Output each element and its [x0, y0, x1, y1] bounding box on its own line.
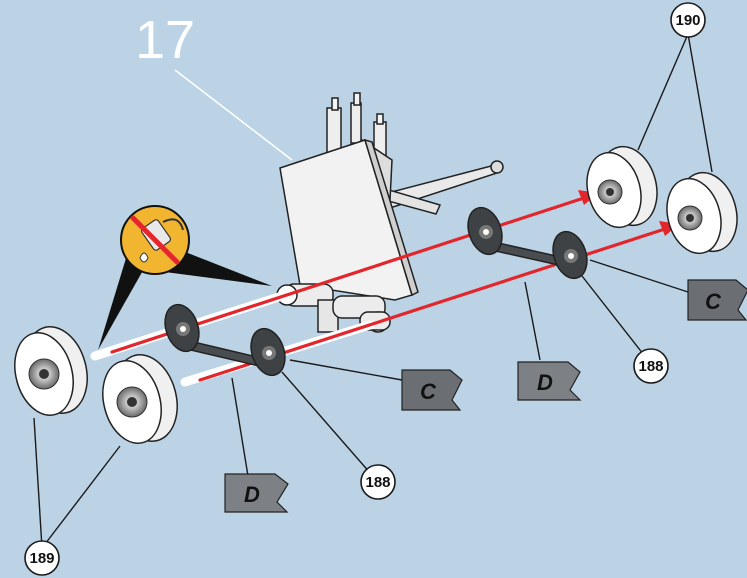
- flag-d-front-label: D: [244, 482, 260, 507]
- wheel-left-front: [14, 326, 88, 416]
- hub-pair-left: [164, 303, 286, 377]
- gear-strut: [276, 92, 504, 333]
- flag-c-front: C: [401, 369, 463, 411]
- gear-plate: [279, 139, 413, 301]
- step-number: 17: [135, 10, 195, 70]
- callout-188-front: 188: [360, 464, 396, 500]
- no-glue-icon: [120, 205, 190, 275]
- callout-189-label: 189: [29, 550, 54, 567]
- step-number-group: 17: [135, 10, 293, 161]
- flag-d-front: D: [224, 473, 289, 513]
- flag-c-front-label: C: [420, 379, 437, 404]
- callout-190: 190: [670, 2, 706, 38]
- flag-d-rear: D: [517, 361, 582, 401]
- warning-cone-right: [165, 248, 272, 286]
- callout-188-rear: 188: [633, 348, 669, 384]
- warning-cone-left: [98, 255, 150, 350]
- wheel-left-rear: [102, 354, 178, 444]
- hub-disc: [552, 230, 588, 280]
- hub-disc: [164, 303, 200, 353]
- hub-disc: [250, 327, 286, 377]
- callout-189: 189: [24, 540, 60, 576]
- hub-pair-right: [467, 206, 588, 280]
- callout-190-label: 190: [675, 12, 700, 29]
- flag-c-rear-label: C: [705, 289, 722, 314]
- leader-lines: [33, 33, 713, 549]
- wheel-right-rear: [666, 171, 738, 255]
- hub-disc: [467, 206, 503, 256]
- wheel-right-front: [586, 145, 658, 229]
- step-leader-line: [174, 69, 293, 161]
- no-glue-callout: [98, 205, 272, 350]
- callout-188-front-label: 188: [365, 474, 390, 491]
- callout-188-rear-label: 188: [638, 358, 663, 375]
- flag-d-rear-label: D: [537, 370, 553, 395]
- flag-c-rear: C: [687, 279, 747, 321]
